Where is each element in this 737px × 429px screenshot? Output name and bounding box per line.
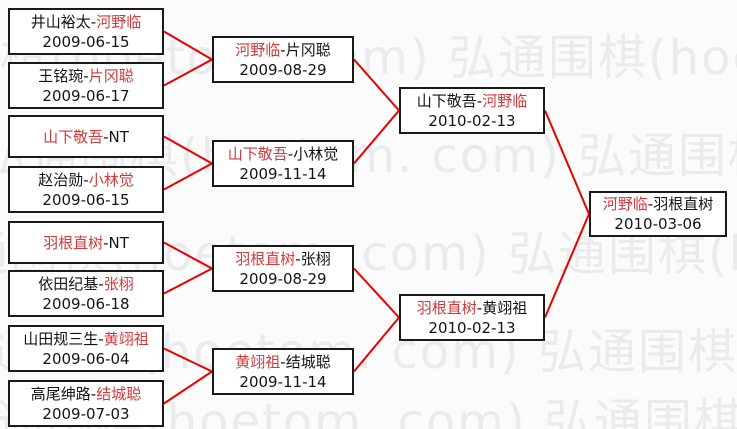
match-player-segment: -张栩	[295, 249, 331, 268]
match-players: 山田规三生-黄翊祖	[23, 329, 148, 349]
match-players: 河野临-羽根直树	[603, 194, 713, 214]
match-player-segment: 羽根直树	[235, 249, 296, 268]
match-date: 2010-02-13	[428, 318, 516, 337]
match-date: 2009-08-29	[239, 60, 327, 79]
match-player-segment: -黄翊祖	[476, 298, 528, 317]
connector-line	[163, 370, 213, 405]
match-player-segment: -片冈聪	[280, 40, 331, 59]
match-box-r1-4: 赵治勋-小林觉 2009-06-15	[8, 166, 164, 213]
connector-line	[163, 241, 213, 270]
match-box-sf-2: 羽根直树-黄翊祖 2010-02-13	[399, 294, 545, 341]
match-player-segment: 山田规三生-	[23, 329, 104, 348]
match-player-segment: 井山裕太-	[30, 12, 97, 31]
match-player-segment: 山下敬吾-	[416, 91, 483, 110]
match-box-r2-1: 河野临-片冈聪 2009-08-29	[212, 36, 354, 83]
match-date: 2009-06-15	[42, 32, 130, 51]
match-player-segment: 张栩	[103, 274, 134, 293]
match-player-segment: 结城聪	[96, 384, 142, 403]
match-player-segment: 黄翊祖	[235, 352, 281, 371]
match-box-r1-2: 王铭琬-片冈聪 2009-06-17	[8, 62, 164, 109]
connector-line	[544, 110, 590, 215]
connector-line	[163, 267, 213, 295]
connector-line	[163, 58, 213, 87]
match-box-r1-5: 羽根直树-NT	[8, 221, 164, 264]
connector-line	[353, 267, 400, 319]
match-player-segment: 高尾绅路-	[30, 384, 97, 403]
match-date: 2009-06-18	[42, 294, 130, 313]
match-players: 羽根直树-黄翊祖	[417, 298, 527, 318]
match-players: 山下敬吾-小林觉	[228, 144, 338, 164]
match-player-segment: 赵治勋-	[38, 170, 89, 189]
match-player-segment: 河野临	[96, 12, 142, 31]
match-player-segment: 山下敬吾	[227, 144, 288, 163]
match-player-segment: 黄翊祖	[103, 329, 149, 348]
match-box-r2-2: 山下敬吾-小林觉 2009-11-14	[212, 140, 354, 187]
match-box-r2-3: 羽根直树-张栩 2009-08-29	[212, 245, 354, 292]
connector-line	[353, 109, 400, 165]
match-player-segment: -结城聪	[280, 352, 331, 371]
connector-line	[544, 213, 590, 318]
match-box-r1-1: 井山裕太-河野临 2009-06-15	[8, 8, 164, 55]
match-date: 2009-06-15	[42, 190, 130, 209]
match-player-segment: -NT	[103, 233, 129, 252]
match-players: 井山裕太-河野临	[31, 12, 141, 32]
match-players: 羽根直树-张栩	[235, 249, 330, 269]
match-player-segment: -小林觉	[287, 144, 339, 163]
connector-line	[163, 135, 213, 165]
match-date: 2010-03-06	[614, 215, 702, 233]
match-box-r1-8: 高尾绅路-结城聪 2009-07-03	[8, 380, 164, 427]
match-date: 2009-06-17	[42, 86, 130, 105]
match-date: 2010-02-13	[428, 111, 516, 130]
match-date: 2009-11-14	[239, 164, 327, 183]
match-box-r2-4: 黄翊祖-结城聪 2009-11-14	[212, 348, 354, 395]
match-player-segment: 河野临	[602, 195, 648, 213]
match-player-segment: -NT	[103, 127, 129, 146]
match-box-final: 河野临-羽根直树 2010-03-06	[589, 191, 727, 237]
match-box-r1-3: 山下敬吾-NT	[8, 115, 164, 158]
match-players: 王铭琬-片冈聪	[38, 66, 133, 86]
connector-line	[163, 30, 213, 61]
match-players: 羽根直树-NT	[43, 233, 129, 253]
match-box-r1-6: 依田纪基-张栩 2009-06-18	[8, 270, 164, 317]
match-players: 山下敬吾-NT	[43, 127, 129, 147]
match-player-segment: 王铭琬-	[38, 66, 89, 85]
match-date: 2009-06-04	[42, 349, 130, 368]
match-date: 2009-08-29	[239, 269, 327, 288]
match-player-segment: 河野临	[482, 91, 528, 110]
match-player-segment: 小林觉	[88, 170, 134, 189]
match-players: 赵治勋-小林觉	[38, 170, 133, 190]
match-player-segment: 依田纪基-	[38, 274, 104, 293]
match-players: 河野临-片冈聪	[235, 40, 330, 60]
match-player-segment: -羽根直树	[647, 195, 714, 213]
match-players: 高尾绅路-结城聪	[31, 384, 141, 404]
match-players: 黄翊祖-结城聪	[235, 352, 330, 372]
connector-line	[163, 347, 213, 373]
match-player-segment: 片冈聪	[88, 66, 134, 85]
connector-line	[163, 162, 213, 191]
match-player-segment: 羽根直树	[416, 298, 477, 317]
match-players: 依田纪基-张栩	[38, 274, 133, 294]
match-date: 2009-07-03	[42, 404, 130, 423]
match-player-segment: 羽根直树	[43, 233, 104, 252]
match-date: 2009-11-14	[239, 372, 327, 391]
match-player-segment: 河野临	[235, 40, 281, 59]
match-player-segment: 山下敬吾	[43, 127, 104, 146]
match-box-r1-7: 山田规三生-黄翊祖 2009-06-04	[8, 325, 164, 372]
match-box-sf-1: 山下敬吾-河野临 2010-02-13	[399, 87, 545, 134]
connector-line	[353, 316, 400, 373]
connector-line	[353, 58, 400, 112]
match-players: 山下敬吾-河野临	[417, 91, 527, 111]
